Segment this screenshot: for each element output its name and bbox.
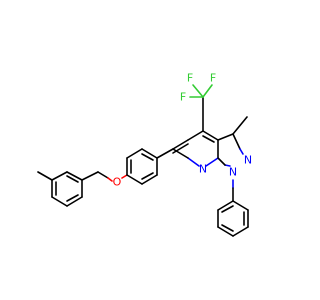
atom-label-n-pyrazole: N xyxy=(244,154,252,167)
molecule-diagram: F F F N N N O xyxy=(37,72,252,237)
bond-lines xyxy=(37,84,249,237)
atom-label-f3: F xyxy=(180,91,186,104)
atom-label-o: O xyxy=(113,176,122,189)
atom-label-n-pyridine: N xyxy=(199,163,207,176)
atom-label-f1: F xyxy=(187,72,193,85)
atom-labels: F F F N N N O xyxy=(113,72,252,189)
atom-label-f2: F xyxy=(210,72,216,85)
atom-label-n1: N xyxy=(229,166,237,179)
